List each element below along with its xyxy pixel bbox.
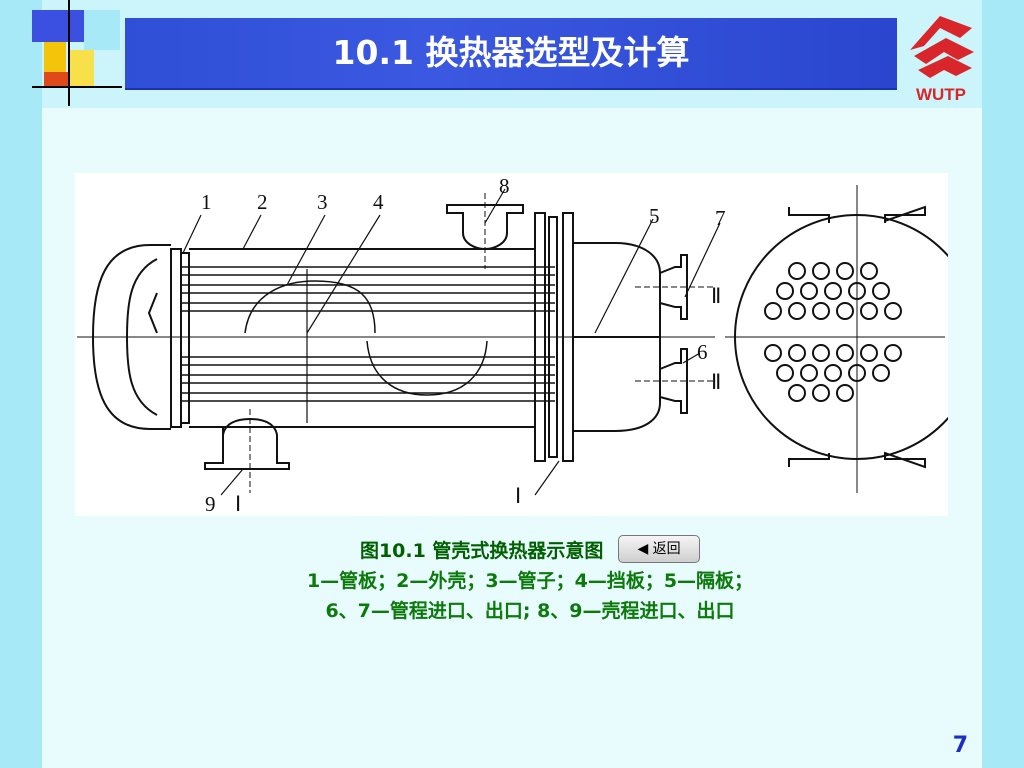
- label-1: 1: [201, 190, 212, 214]
- left-border-band: [0, 0, 42, 768]
- label-5: 5: [649, 204, 660, 228]
- label-roman-2-top: Ⅱ: [711, 284, 721, 308]
- label-3: 3: [317, 190, 328, 214]
- caption-title-line: 图10.1 管壳式换热器示意图 ◀ 返回: [230, 534, 830, 566]
- title-bar: [125, 18, 897, 90]
- label-8: 8: [499, 174, 510, 198]
- label-4: 4: [373, 190, 384, 214]
- page-title: 10.1 换热器选型及计算: [332, 33, 690, 72]
- caption-title: 图10.1 管壳式换热器示意图: [359, 540, 604, 562]
- label-roman-1-bottom: Ⅰ: [235, 492, 241, 516]
- wutp-logo: WUTP: [900, 8, 982, 104]
- label-roman-1-right: Ⅰ: [515, 484, 521, 508]
- return-button[interactable]: ◀ 返回: [618, 534, 701, 563]
- label-roman-2-bottom: Ⅱ: [711, 370, 721, 394]
- label-7: 7: [715, 206, 726, 230]
- logo-text: WUTP: [916, 85, 966, 104]
- label-9: 9: [205, 492, 216, 516]
- caption-line-2: 6、7—管程进口、出口; 8、9—壳程进口、出口: [325, 600, 735, 622]
- heat-exchanger-diagram: 1 2 3 4 5 6 7 8 9 Ⅰ Ⅰ Ⅱ Ⅱ: [75, 173, 980, 516]
- page-number: 7: [952, 733, 968, 758]
- right-border-band: [982, 0, 1024, 768]
- label-6: 6: [697, 340, 708, 364]
- label-2: 2: [257, 190, 268, 214]
- figure-caption: 图10.1 管壳式换热器示意图 ◀ 返回 1—管板；2—外壳；3—管子；4—挡板…: [230, 534, 830, 626]
- caption-line-1: 1—管板；2—外壳；3—管子；4—挡板；5—隔板；: [306, 570, 754, 592]
